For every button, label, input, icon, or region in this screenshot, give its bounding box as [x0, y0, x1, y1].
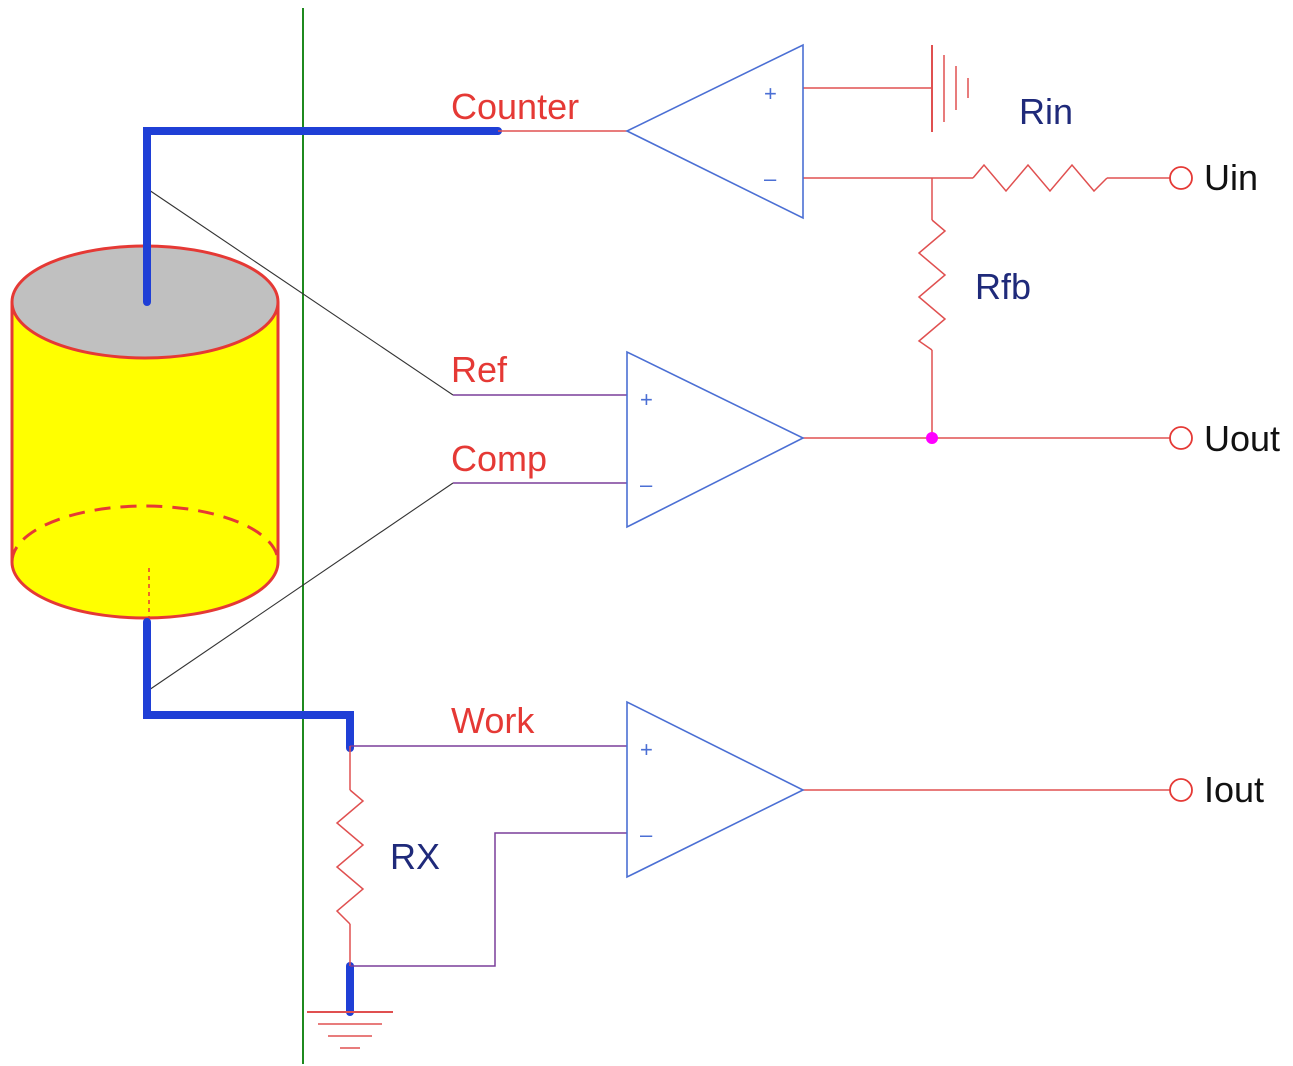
- electrochemical-cell: [10, 244, 280, 620]
- counter-opamp-minus: –: [764, 166, 777, 191]
- ground-symbol-work: [307, 1011, 393, 1049]
- label-counter: Counter: [451, 86, 579, 127]
- wire-iout-feedback: [350, 832, 627, 967]
- counter-opamp-plus: +: [764, 81, 777, 106]
- cell-bottom-front: [10, 561, 280, 620]
- iout-terminal: [1169, 778, 1193, 802]
- current-opamp-plus: +: [640, 737, 653, 762]
- current-opamp: + –: [626, 700, 805, 879]
- cell-bottom-fill: [12, 506, 278, 618]
- uout-junction-dot: [926, 432, 938, 444]
- compensation-lead: [148, 482, 454, 691]
- resistor-rin: [972, 163, 1108, 193]
- label-rin: Rin: [1019, 91, 1073, 132]
- reference-lead: [148, 189, 454, 396]
- label-uout: Uout: [1204, 418, 1280, 459]
- label-work: Work: [451, 700, 535, 741]
- reference-opamp-plus: +: [640, 387, 653, 412]
- label-uin: Uin: [1204, 157, 1258, 198]
- current-opamp-minus: –: [640, 822, 653, 847]
- resistor-rx: [335, 789, 365, 925]
- reference-opamp: + –: [626, 350, 805, 529]
- counter-electrode-lead: [143, 127, 502, 306]
- uout-terminal: [1169, 426, 1193, 450]
- uin-terminal: [1169, 166, 1193, 190]
- label-iout: Iout: [1204, 769, 1264, 810]
- ground-symbol-counter: [931, 45, 969, 132]
- cell-bottom-back-dashed: [10, 504, 280, 563]
- counter-opamp: + –: [625, 43, 804, 220]
- label-rfb: Rfb: [975, 266, 1031, 307]
- label-ref: Ref: [451, 349, 508, 390]
- resistor-rfb: [917, 219, 947, 351]
- label-rx: RX: [390, 836, 440, 877]
- label-comp: Comp: [451, 438, 547, 479]
- reference-opamp-minus: –: [640, 472, 653, 497]
- working-electrode-lead: [143, 618, 354, 752]
